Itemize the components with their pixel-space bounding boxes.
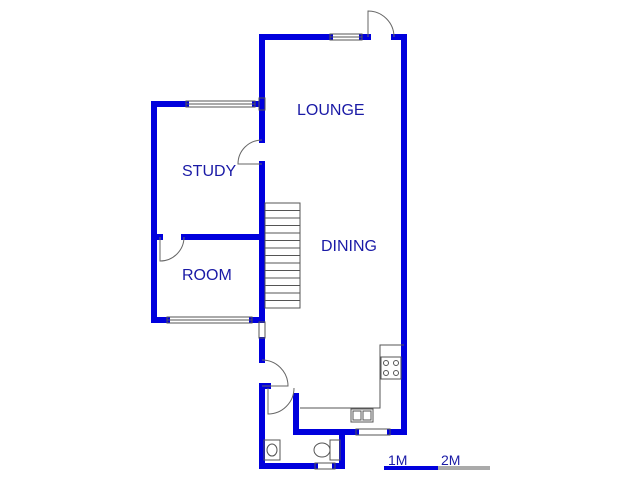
room-labels: LOUNGE STUDY DINING ROOM [182, 102, 377, 284]
room-label-study: STUDY [182, 163, 237, 180]
scale-label-2m: 2M [441, 452, 460, 468]
toilet-cistern [329, 439, 341, 461]
room-label-lounge: LOUNGE [297, 102, 365, 119]
scale-label-1m: 1M [388, 452, 407, 468]
study-door-icon [237, 139, 263, 165]
kitchen-fittings [300, 344, 404, 423]
lounge-left-window [258, 97, 266, 111]
room-door-icon [159, 236, 185, 262]
bathroom-bottom-window [314, 462, 336, 470]
kitchen-bottom-window [355, 428, 391, 436]
front-door-icon [367, 10, 395, 38]
hall-left-window [258, 321, 266, 339]
kitchen-counter [300, 344, 404, 409]
toilet-icon [313, 442, 331, 458]
windows [166, 33, 391, 470]
room-label-room: ROOM [182, 267, 232, 284]
bathroom-fittings [263, 439, 341, 461]
basin-icon [263, 439, 281, 461]
room-label-dining: DINING [321, 238, 377, 255]
stove-icon [380, 356, 402, 380]
scale-bar: 1M 2M [384, 452, 490, 470]
hall-door-icon [261, 359, 289, 387]
bathroom-door-icon [267, 387, 295, 415]
doors [159, 10, 395, 415]
stair-treads [265, 210, 300, 301]
sink-icon [350, 408, 374, 423]
staircase [264, 202, 301, 309]
